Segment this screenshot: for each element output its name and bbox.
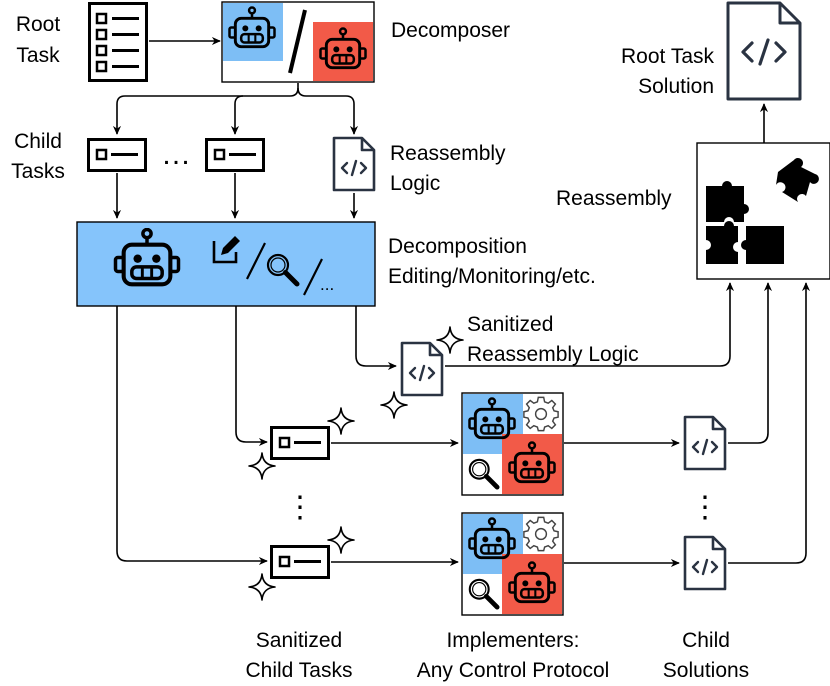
sanitized-child-tasks-vertical-ellipsis: ⋮ [285, 491, 315, 524]
child-solution-code-file-icon [683, 535, 727, 591]
sparkle-icon [327, 526, 355, 554]
slash-separator [288, 9, 307, 74]
reassembly-logic-label-line1: Reassembly [390, 142, 506, 165]
implementer-to-solution-arrows [564, 438, 680, 568]
sparkle-icon [327, 407, 355, 435]
reassembly-label: Reassembly [556, 187, 672, 210]
child-tasks-label-line2: Tasks [11, 160, 65, 183]
child-tasks-label-line1: Child [14, 130, 62, 153]
task-to-implementer-arrows [331, 438, 459, 567]
sanitized-reassembly-logic-label-line1: Sanitized [467, 313, 553, 336]
root-task-checklist-icon [88, 2, 148, 82]
reassembly-logic-code-file-icon [332, 136, 376, 192]
implementer-box [461, 512, 564, 616]
child-tasks-ellipsis: … [161, 138, 191, 171]
reassembly-box [696, 142, 830, 280]
decomposer-label: Decomposer [391, 19, 510, 42]
decomposition-stage-label-line1: Decomposition [388, 235, 527, 258]
sparkle-icon [436, 326, 464, 354]
solution-to-reassembly-arrows [728, 282, 811, 564]
sanitized-reassembly-logic-label-line2: Reassembly Logic [467, 343, 639, 366]
decomposer-box [221, 1, 375, 83]
root-task-solution-code-file-icon [726, 1, 802, 101]
sanitized-child-tasks-label-line2: Child Tasks [246, 659, 353, 682]
sanitized-child-tasks-label-line1: Sanitized [256, 629, 342, 652]
decomposition-stage-box: ... [76, 221, 376, 307]
child-solutions-label-line2: Solutions [663, 659, 749, 682]
implementers-label-line1: Implementers: [446, 629, 579, 652]
child-solutions-label-line1: Child [682, 629, 730, 652]
child-solutions-vertical-ellipsis: ⋮ [690, 491, 720, 524]
root-task-solution-label-line2: Solution [638, 75, 714, 98]
child-solution-code-file-icon [683, 415, 727, 471]
decomposer-branch-arrows [112, 83, 359, 135]
puzzle-icon [706, 157, 819, 264]
arrow-sanitized-logic-to-reassembly [445, 282, 735, 367]
sanitized-reassembly-logic-code-file-icon [400, 341, 444, 397]
implementers-label-line2: Any Control Protocol [417, 659, 610, 682]
implementer-box [461, 392, 564, 496]
stage-more-ellipsis: ... [320, 275, 334, 294]
untrusted-panel [313, 22, 373, 81]
sanitized-child-task-arrows [116, 306, 268, 566]
root-task-solution-label-line1: Root Task [621, 45, 714, 68]
edit-icon [212, 236, 240, 264]
root-task-label-line1: Root [16, 13, 61, 36]
sanitized-child-task-card-icon [270, 426, 330, 460]
child-task-card-icon [205, 138, 265, 172]
child-task-arrows [112, 173, 359, 219]
reassembly-logic-label-line2: Logic [390, 172, 440, 195]
decomposition-stage-label-line2: Editing/Monitoring/etc. [388, 265, 596, 288]
root-task-label-line2: Task [16, 44, 60, 67]
sanitized-child-task-card-icon [270, 545, 330, 579]
arrow-to-sanitized-reassembly-logic [355, 306, 397, 371]
child-task-card-icon [87, 138, 147, 172]
